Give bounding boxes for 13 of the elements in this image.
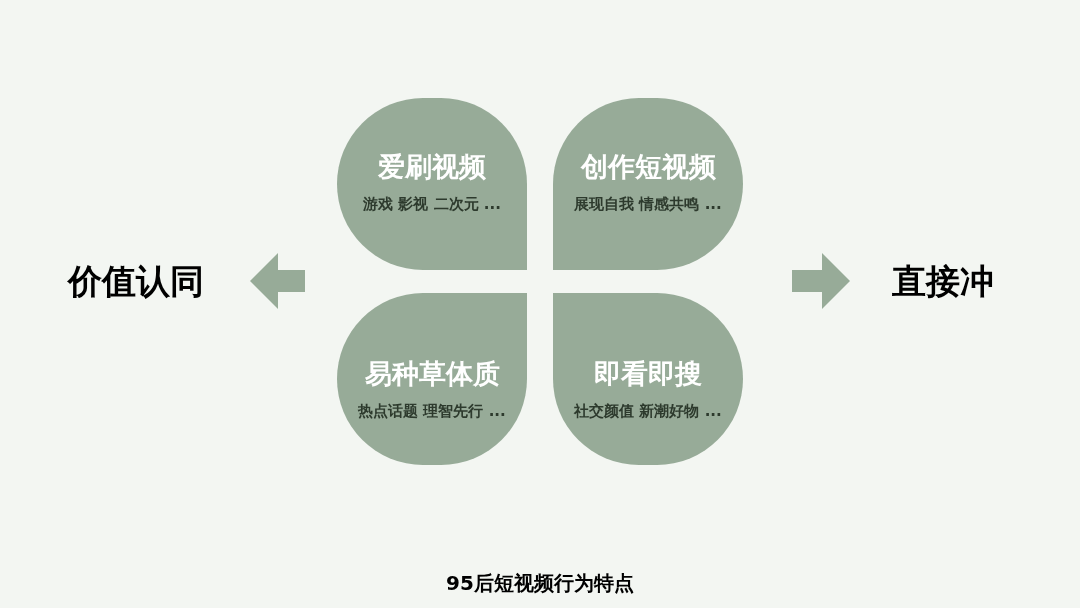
petal-subtitle: 游戏 影视 二次元 ...: [362, 193, 502, 215]
caption: 95后短视频行为特点: [445, 570, 635, 597]
petal-subtitle: 社交颜值 新潮好物 ...: [573, 400, 723, 422]
petal-title: 易种草体质: [364, 357, 500, 391]
petal-title: 即看即搜: [594, 357, 702, 391]
block-arrow: [250, 253, 305, 309]
petal-title: 爱刷视频: [378, 150, 486, 184]
block-arrow: [792, 253, 850, 309]
petal-subtitle: 热点话题 理智先行 ...: [357, 400, 507, 422]
petal-title: 创作短视频: [580, 150, 716, 184]
petal-subtitle: 展现自我 情感共鸣 ...: [573, 193, 723, 215]
side-label: 价值认同: [68, 259, 204, 303]
side-label: 直接冲: [892, 259, 994, 303]
